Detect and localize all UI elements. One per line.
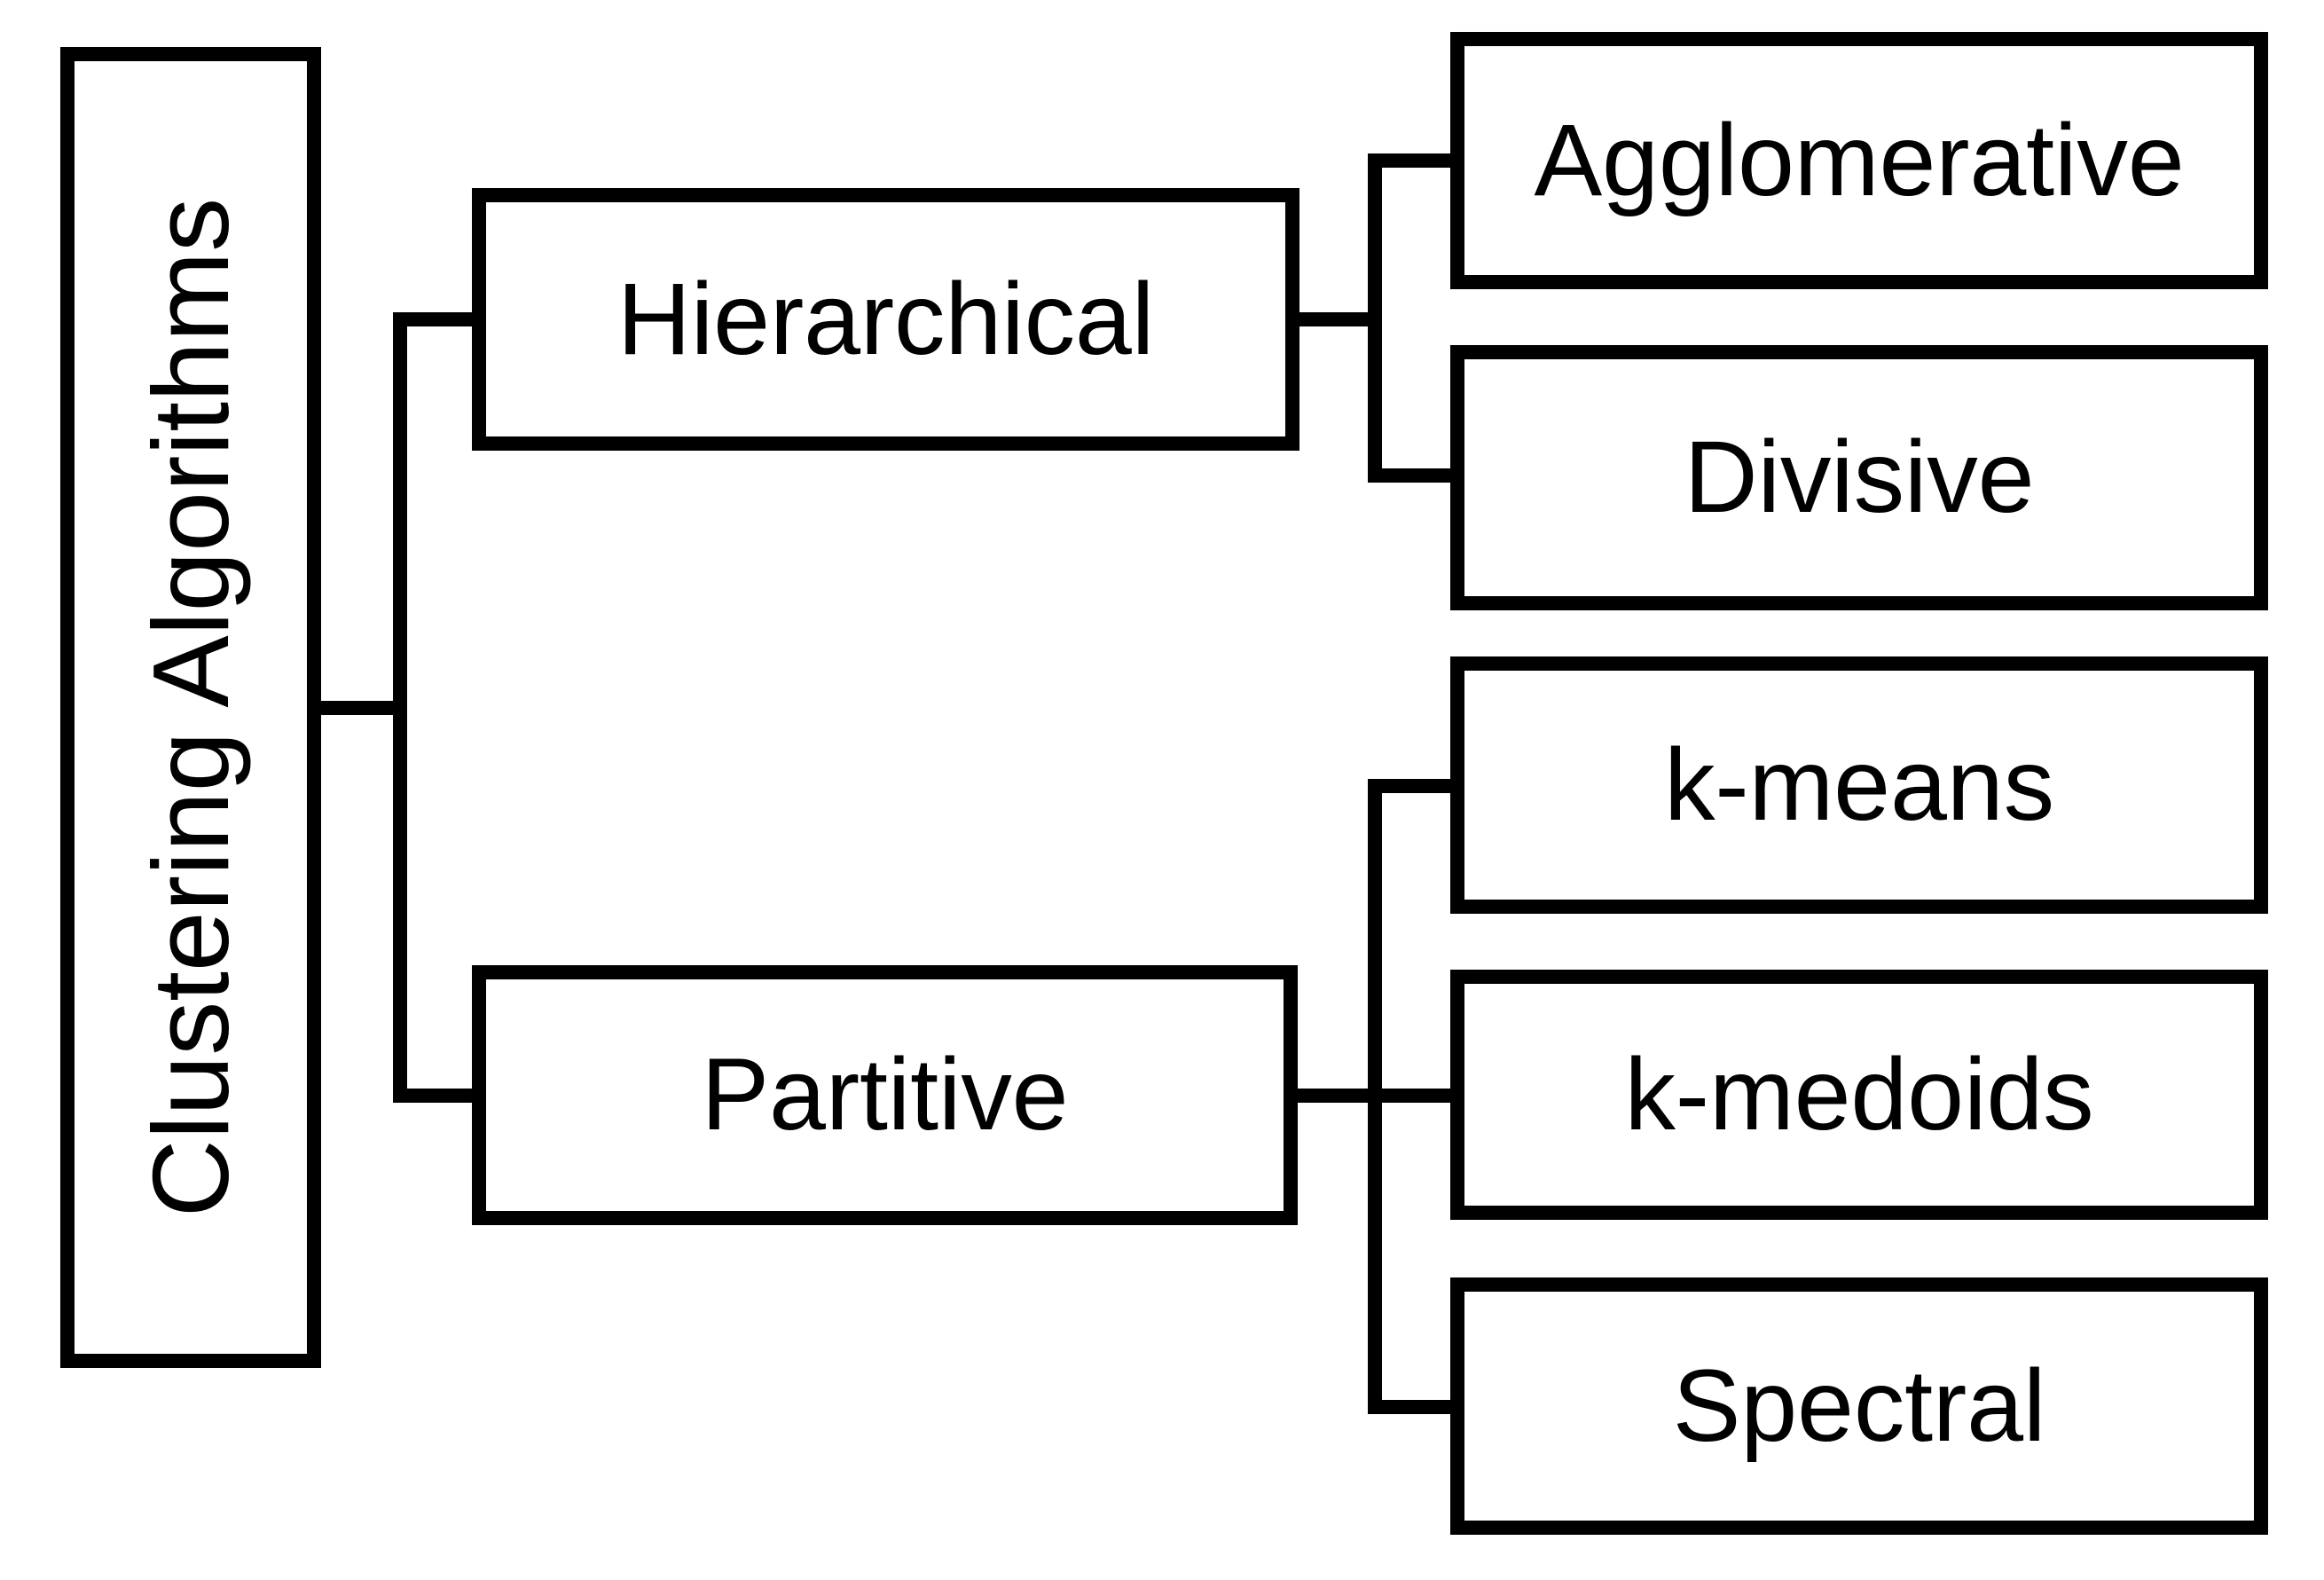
node-divisive-label: Divisive — [1684, 421, 2035, 534]
node-divisive: Divisive — [1450, 345, 2268, 610]
node-clustering-algorithms-label: Clustering Algorithms — [130, 197, 251, 1218]
node-kmeans-label: k-means — [1664, 727, 2054, 842]
connector-spectral-stub — [1368, 1400, 1450, 1414]
node-partitive-label: Partitive — [701, 1038, 1069, 1152]
node-spectral-label: Spectral — [1672, 1348, 2046, 1463]
connector-partitive-trunk — [1368, 779, 1382, 1413]
node-hierarchical: Hierarchical — [472, 188, 1299, 451]
node-hierarchical-label: Hierarchical — [616, 262, 1155, 376]
node-partitive: Partitive — [472, 965, 1298, 1225]
connector-agglomerative-stub — [1368, 153, 1450, 168]
connector-root-arm-partitive — [393, 1089, 472, 1103]
node-kmedoids-label: k-medoids — [1624, 1037, 2094, 1152]
node-kmedoids: k-medoids — [1450, 970, 2268, 1220]
connector-hierarchical-stub — [1299, 312, 1381, 326]
node-kmeans: k-means — [1450, 656, 2268, 914]
connector-divisive-stub — [1368, 468, 1450, 483]
connector-root-stub — [321, 701, 406, 715]
node-agglomerative: Agglomerative — [1450, 32, 2268, 289]
connector-hierarchical-trunk — [1368, 153, 1382, 482]
connector-kmeans-stub — [1368, 779, 1450, 793]
node-clustering-algorithms: Clustering Algorithms — [60, 47, 321, 1368]
connector-root-arm-hierarchical — [393, 312, 472, 326]
node-agglomerative-label: Agglomerative — [1534, 103, 2185, 217]
connector-root-trunk — [393, 312, 407, 1102]
node-spectral: Spectral — [1450, 1277, 2268, 1535]
